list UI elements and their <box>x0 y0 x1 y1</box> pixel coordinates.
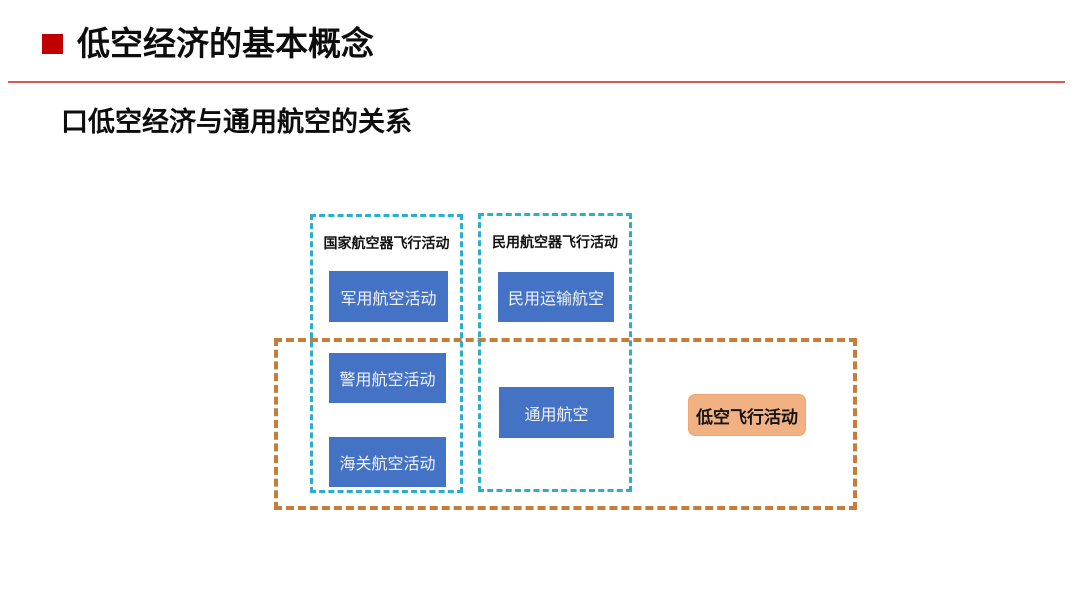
title-divider <box>8 81 1065 83</box>
activity-box-customs-aviation: 海关航空活动 <box>329 437 446 487</box>
civil-aircraft-group-box: 民用航空器飞行活动 <box>478 213 632 492</box>
low-altitude-region-box <box>274 338 857 510</box>
activity-box-police-aviation: 警用航空活动 <box>329 353 446 403</box>
page-title: 低空经济的基本概念 <box>77 25 374 62</box>
national-aircraft-group-box: 国家航空器飞行活动 <box>310 214 463 493</box>
section-subtitle: 口低空经济与通用航空的关系 <box>61 107 412 137</box>
civil-group-label: 民用航空器飞行活动 <box>492 234 618 250</box>
activity-box-military-aviation: 军用航空活动 <box>329 271 448 322</box>
low-altitude-label-box: 低空飞行活动 <box>688 394 806 436</box>
national-group-label: 国家航空器飞行活动 <box>323 235 450 251</box>
activity-box-civil-transport-aviation: 民用运输航空 <box>498 272 614 322</box>
activity-box-general-aviation: 通用航空 <box>499 387 614 438</box>
title-row: 低空经济的基本概念 <box>42 22 374 66</box>
title-bullet-square-icon <box>42 34 63 54</box>
